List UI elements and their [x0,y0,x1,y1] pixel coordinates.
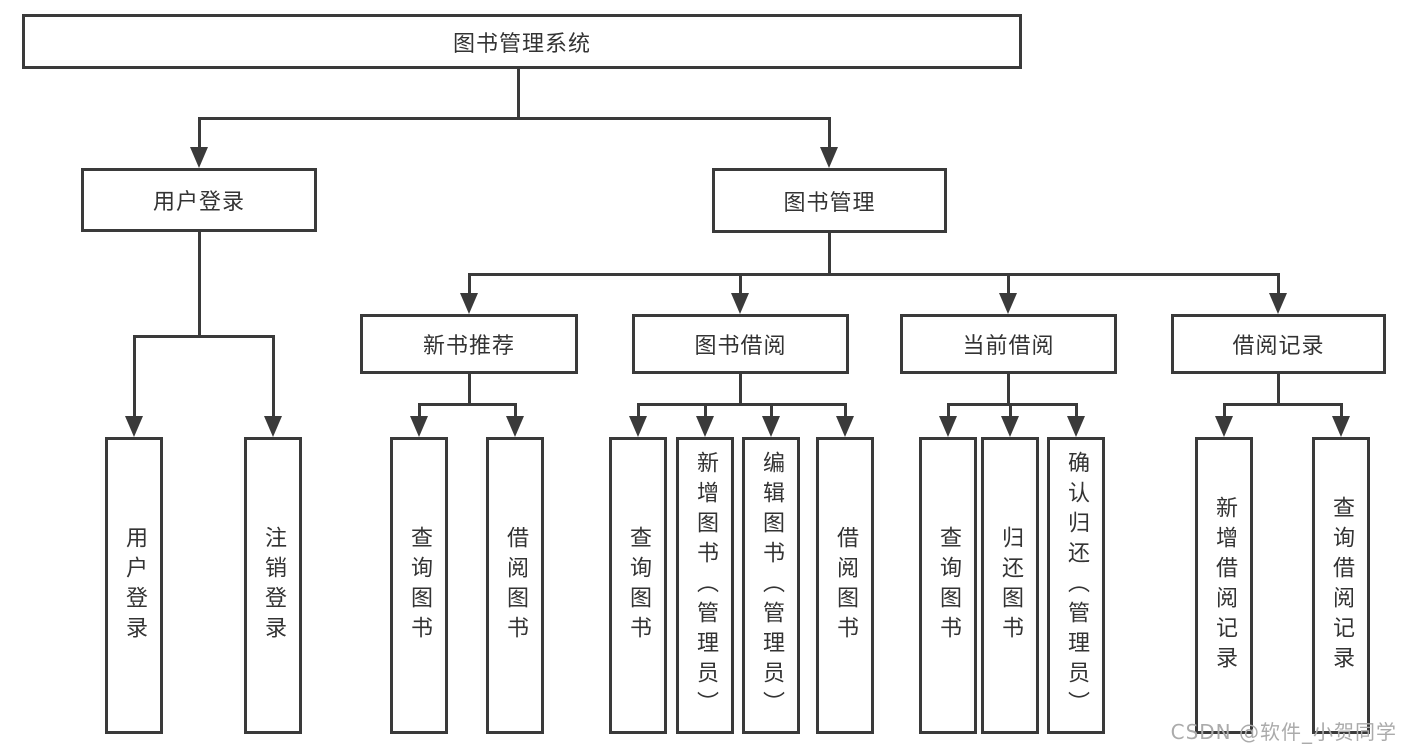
node-current-borrow: 当前借阅 [900,314,1117,374]
arrow-down-icon [264,416,282,437]
connector-bar [1222,403,1343,406]
leaf-br-add-record: 新增借阅记录 [1195,437,1253,734]
connector-drop [703,403,707,425]
arrow-down-icon [1332,416,1350,437]
connector-stem [738,374,742,406]
connector-bar [636,403,847,406]
arrow-down-icon [410,416,428,437]
arrow-down-icon [1067,416,1085,437]
arrow-down-icon [1001,416,1019,437]
leaf-nb-borrow-books: 借阅图书 [486,437,544,734]
connector-drop [467,273,471,302]
connector-drop [769,403,773,425]
leaf-bb-edit-books-admin: 编辑图书（管理员） [742,437,800,734]
leaf-cb-return-books: 归还图书 [981,437,1039,734]
arrow-down-icon [762,416,780,437]
connector-drop [946,403,950,425]
leaf-nb-query-books: 查询图书 [390,437,448,734]
node-book-management: 图书管理 [712,168,947,233]
connector-stem [1276,374,1280,406]
connector-drop [513,403,517,425]
arrow-down-icon [125,416,143,437]
leaf-bb-borrow-books: 借阅图书 [816,437,874,734]
connector-drop [827,117,831,156]
connector-stem [1006,374,1010,406]
connector-drop [1339,403,1343,425]
connector-drop [636,403,640,425]
connector-drop [1074,403,1078,425]
node-borrow-record: 借阅记录 [1171,314,1386,374]
connector-bar [467,273,1280,276]
arrow-down-icon [629,416,647,437]
arrow-down-icon [1269,293,1287,314]
connector-drop [1276,273,1280,302]
arrow-down-icon [190,147,208,168]
connector-drop [1006,273,1010,302]
connector-drop [843,403,847,425]
arrow-down-icon [1215,416,1233,437]
connector-drop [1222,403,1226,425]
node-user-login: 用户登录 [81,168,317,232]
connector-drop [197,117,201,156]
csdn-watermark: CSDN @软件_小贺同学 [1170,720,1397,744]
leaf-br-query-record: 查询借阅记录 [1312,437,1370,734]
node-new-book-recommend: 新书推荐 [360,314,578,374]
arrow-down-icon [836,416,854,437]
arrow-down-icon [731,293,749,314]
connector-bar [132,335,275,338]
arrow-down-icon [999,293,1017,314]
leaf-user-login: 用户登录 [105,437,163,734]
leaf-logout: 注销登录 [244,437,302,734]
connector-stem [516,69,520,120]
node-book-borrow: 图书借阅 [632,314,849,374]
arrow-down-icon [696,416,714,437]
arrow-down-icon [460,293,478,314]
connector-stem [197,232,201,338]
arrow-down-icon [506,416,524,437]
connector-bar [197,117,831,120]
node-root-library-system: 图书管理系统 [22,14,1022,69]
connector-drop [738,273,742,302]
leaf-bb-query-books: 查询图书 [609,437,667,734]
leaf-cb-confirm-return-admin: 确认归还（管理员） [1047,437,1105,734]
leaf-cb-query-books: 查询图书 [919,437,977,734]
connector-bar [946,403,1078,406]
connector-bar [417,403,517,406]
connector-drop [417,403,421,425]
connector-stem [827,233,831,276]
leaf-bb-add-books-admin: 新增图书（管理员） [676,437,734,734]
connector-drop [271,335,275,425]
arrow-down-icon [939,416,957,437]
connector-stem [467,374,471,406]
connector-drop [132,335,136,425]
connector-drop [1008,403,1012,425]
arrow-down-icon [820,147,838,168]
